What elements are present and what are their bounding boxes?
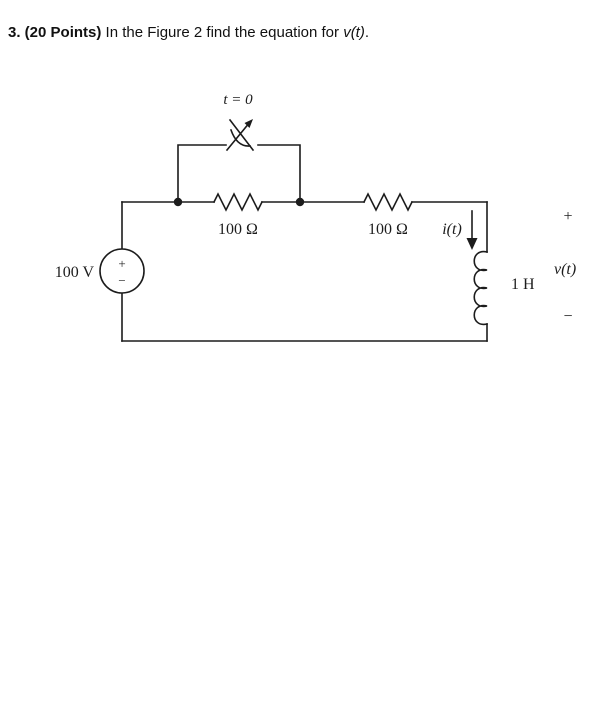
node-dot-left <box>173 197 183 207</box>
problem-text: In the Figure 2 find the equation for <box>101 24 344 41</box>
current-arrow-icon <box>466 210 478 250</box>
terminal-plus-sign: + <box>563 208 572 225</box>
source-plus-sign: + <box>118 256 125 271</box>
terminal-minus-sign: − <box>563 308 572 325</box>
switch-time-label: t = 0 <box>223 92 253 108</box>
resistor1-icon <box>212 192 264 212</box>
inductor-icon <box>473 250 488 326</box>
problem-number-points: 3. (20 Points) <box>8 24 102 41</box>
node-dot-right <box>295 197 305 207</box>
resistor2-icon <box>362 192 414 212</box>
current-label: i(t) <box>442 221 462 238</box>
resistor2-label: 100 Ω <box>368 221 408 238</box>
inductor-voltage-label: v(t) <box>554 261 576 278</box>
problem-variable: v(t) <box>343 24 365 41</box>
switch-icon <box>225 118 255 152</box>
resistor1-label: 100 Ω <box>218 221 258 238</box>
source-value-label: 100 V <box>55 264 95 281</box>
voltage-source-icon: + − <box>99 248 145 294</box>
problem-text-end: . <box>364 24 370 41</box>
problem-statement: 3. (20 Points) In the Figure 2 find the … <box>8 23 604 43</box>
source-minus-sign: − <box>118 273 125 288</box>
inductor-label: 1 H <box>511 276 535 293</box>
circuit-wires <box>121 144 488 342</box>
